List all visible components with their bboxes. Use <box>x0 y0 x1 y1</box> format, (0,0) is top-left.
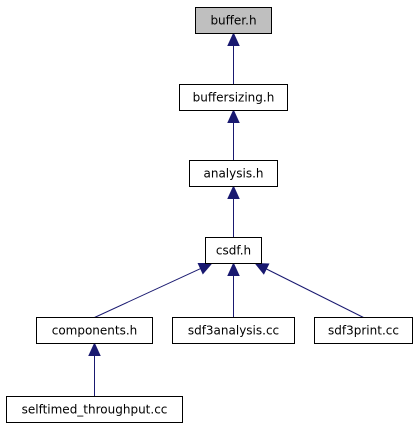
node-components-h[interactable]: components.h <box>36 317 153 344</box>
node-label: components.h <box>52 324 138 338</box>
node-label: selftimed_throughput.cc <box>22 403 168 417</box>
arrowhead-icon <box>227 262 240 276</box>
arrowhead-icon <box>227 109 240 123</box>
node-box <box>205 237 262 264</box>
node-selftimed-throughput-cc[interactable]: selftimed_throughput.cc <box>6 396 183 423</box>
node-label: buffersizing.h <box>193 91 275 105</box>
edge-selftimed-throughput-cc-to-components-h <box>88 342 101 397</box>
node-box <box>172 317 295 344</box>
node-label: csdf.h <box>216 244 251 258</box>
node-box <box>6 396 183 423</box>
node-box <box>195 7 272 34</box>
edge-buffersizing-h-to-buffer-h <box>227 32 240 85</box>
node-label: sdf3analysis.cc <box>188 324 279 338</box>
arrowhead-icon <box>88 342 101 356</box>
node-csdf-h[interactable]: csdf.h <box>205 237 262 264</box>
edge-analysis-h-to-buffersizing-h <box>227 109 240 161</box>
node-buffer-h[interactable]: buffer.h <box>195 7 272 34</box>
node-sdf3print-cc[interactable]: sdf3print.cc <box>314 317 413 344</box>
arrowhead-icon <box>227 185 240 199</box>
node-label: analysis.h <box>203 167 263 181</box>
edge-line <box>266 268 364 318</box>
edge-line <box>94 268 201 318</box>
nodes-layer: buffer.h buffersizing.h analysis.h csdf.h co… <box>6 7 413 423</box>
arrowhead-icon <box>197 262 213 275</box>
edge-sdf3analysis-cc-to-csdf-h <box>227 262 240 318</box>
edge-components-h-to-csdf-h <box>94 262 213 318</box>
edge-csdf-h-to-analysis-h <box>227 185 240 238</box>
edges-layer <box>88 32 364 397</box>
node-label: buffer.h <box>210 14 256 28</box>
node-box <box>314 317 413 344</box>
node-buffersizing-h[interactable]: buffersizing.h <box>179 84 288 111</box>
node-label: sdf3print.cc <box>328 324 399 338</box>
node-box <box>179 84 288 111</box>
node-box <box>189 160 278 187</box>
node-box <box>36 317 153 344</box>
arrowhead-icon <box>254 262 270 275</box>
edge-sdf3print-cc-to-csdf-h <box>254 262 364 318</box>
node-analysis-h[interactable]: analysis.h <box>189 160 278 187</box>
node-sdf3analysis-cc[interactable]: sdf3analysis.cc <box>172 317 295 344</box>
arrowhead-icon <box>227 32 240 46</box>
